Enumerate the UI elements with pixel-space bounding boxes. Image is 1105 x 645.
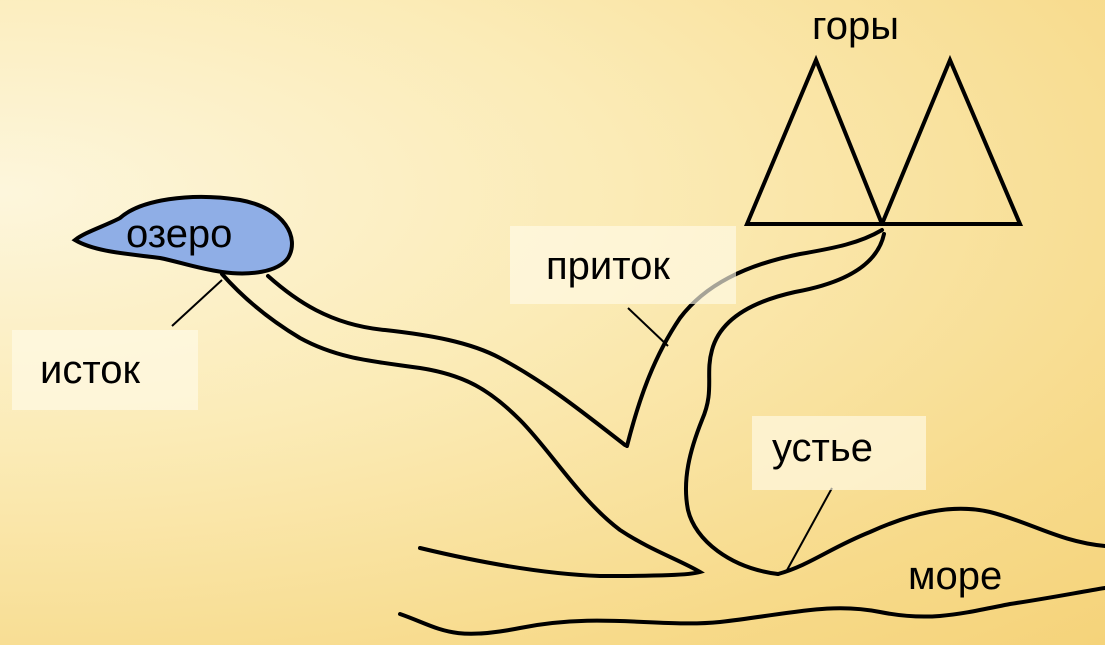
source-leader-line (171, 279, 223, 327)
sea-coast-upper (776, 506, 1105, 576)
tributary-bank-right (684, 232, 886, 576)
sea-coast-lower (398, 586, 1105, 636)
lake-shape (71, 194, 294, 276)
source-label: исток (12, 330, 198, 410)
lake-label: озеро (126, 212, 233, 256)
mountains-label: горы (812, 4, 899, 48)
tributary-label: приток (510, 226, 736, 304)
sea-label: море (908, 554, 1003, 598)
mountain-left (743, 54, 885, 226)
mouth-leader-line (785, 487, 833, 573)
mountain-right (879, 54, 1024, 226)
river-bank-lower (220, 272, 705, 579)
tributary-leader-line (627, 307, 669, 347)
mouth-label: устье (752, 416, 926, 490)
river-bank-upper (266, 274, 627, 447)
